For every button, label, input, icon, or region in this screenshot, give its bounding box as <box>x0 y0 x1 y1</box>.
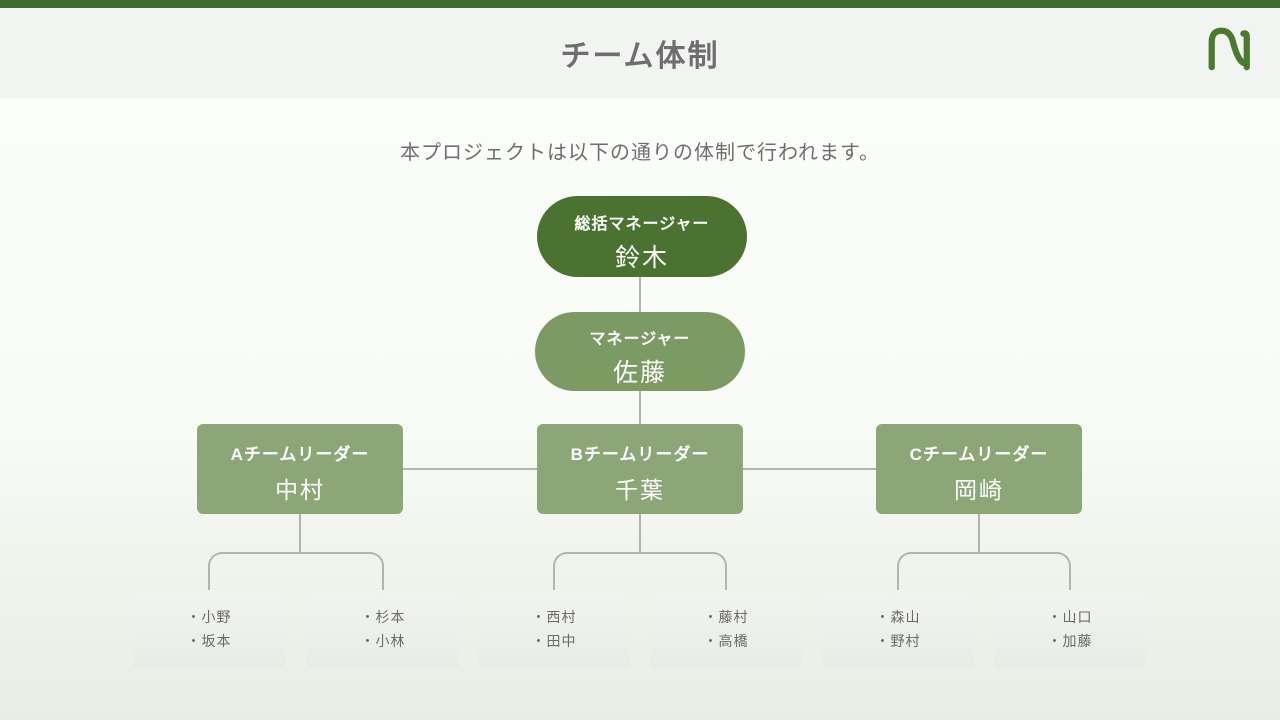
member-box-c2: ・山口 ・加藤 <box>994 590 1146 668</box>
member-box-c1: ・森山 ・野村 <box>822 590 974 668</box>
org-node-name: 岡崎 <box>954 477 1004 503</box>
connector-top-to-manager <box>639 277 641 312</box>
org-node-team-a-leader: Aチームリーダー 中村 <box>197 424 403 514</box>
org-node-role: マネージャー <box>589 331 691 348</box>
top-accent-bar <box>0 0 1280 8</box>
org-node-name: 千葉 <box>615 477 665 503</box>
member-name: ・高橋 <box>703 633 749 649</box>
org-node-team-c-leader: Cチームリーダー 岡崎 <box>876 424 1082 514</box>
connector-bracket-team-b <box>553 552 727 590</box>
org-node-manager: マネージャー 佐藤 <box>535 312 745 391</box>
connector-stem-team-a <box>299 514 301 552</box>
org-node-general-manager: 総括マネージャー 鈴木 <box>537 196 747 277</box>
member-name: ・坂本 <box>186 633 232 649</box>
org-chart-area: 本プロジェクトは以下の通りの体制で行われます。 総括マネージャー 鈴木 マネージ… <box>0 98 1280 720</box>
connector-bracket-team-c <box>897 552 1071 590</box>
connector-manager-to-leaders <box>639 391 641 424</box>
org-node-role: Cチームリーダー <box>909 445 1049 464</box>
brand-logo-icon <box>1208 27 1250 71</box>
member-box-b2: ・藤村 ・高橋 <box>650 590 802 668</box>
intro-text: 本プロジェクトは以下の通りの体制で行われます。 <box>400 142 880 164</box>
member-box-a1: ・小野 ・坂本 <box>133 590 285 668</box>
member-box-a2: ・杉本 ・小林 <box>307 590 459 668</box>
member-name: ・西村 <box>531 609 577 625</box>
member-name: ・小林 <box>360 633 406 649</box>
org-node-role: Bチームリーダー <box>570 445 710 464</box>
org-node-role: 総括マネージャー <box>574 216 710 233</box>
member-name: ・加藤 <box>1047 633 1093 649</box>
page-title: チーム体制 <box>560 40 720 73</box>
connector-stem-team-b <box>639 514 641 552</box>
org-node-role: Aチームリーダー <box>230 445 370 464</box>
member-name: ・野村 <box>875 633 921 649</box>
org-node-name: 鈴木 <box>614 244 669 272</box>
org-node-name: 中村 <box>275 477 325 503</box>
member-name: ・森山 <box>875 609 921 625</box>
member-name: ・杉本 <box>360 609 406 625</box>
connector-stem-team-c <box>978 514 980 552</box>
member-name: ・田中 <box>531 633 577 649</box>
connector-bracket-team-a <box>208 552 384 590</box>
slide-header: チーム体制 <box>0 8 1280 98</box>
member-name: ・藤村 <box>703 609 749 625</box>
org-node-team-b-leader: Bチームリーダー 千葉 <box>537 424 743 514</box>
member-name: ・小野 <box>186 609 232 625</box>
org-node-name: 佐藤 <box>612 359 667 387</box>
member-box-b1: ・西村 ・田中 <box>478 590 630 668</box>
member-name: ・山口 <box>1047 609 1093 625</box>
